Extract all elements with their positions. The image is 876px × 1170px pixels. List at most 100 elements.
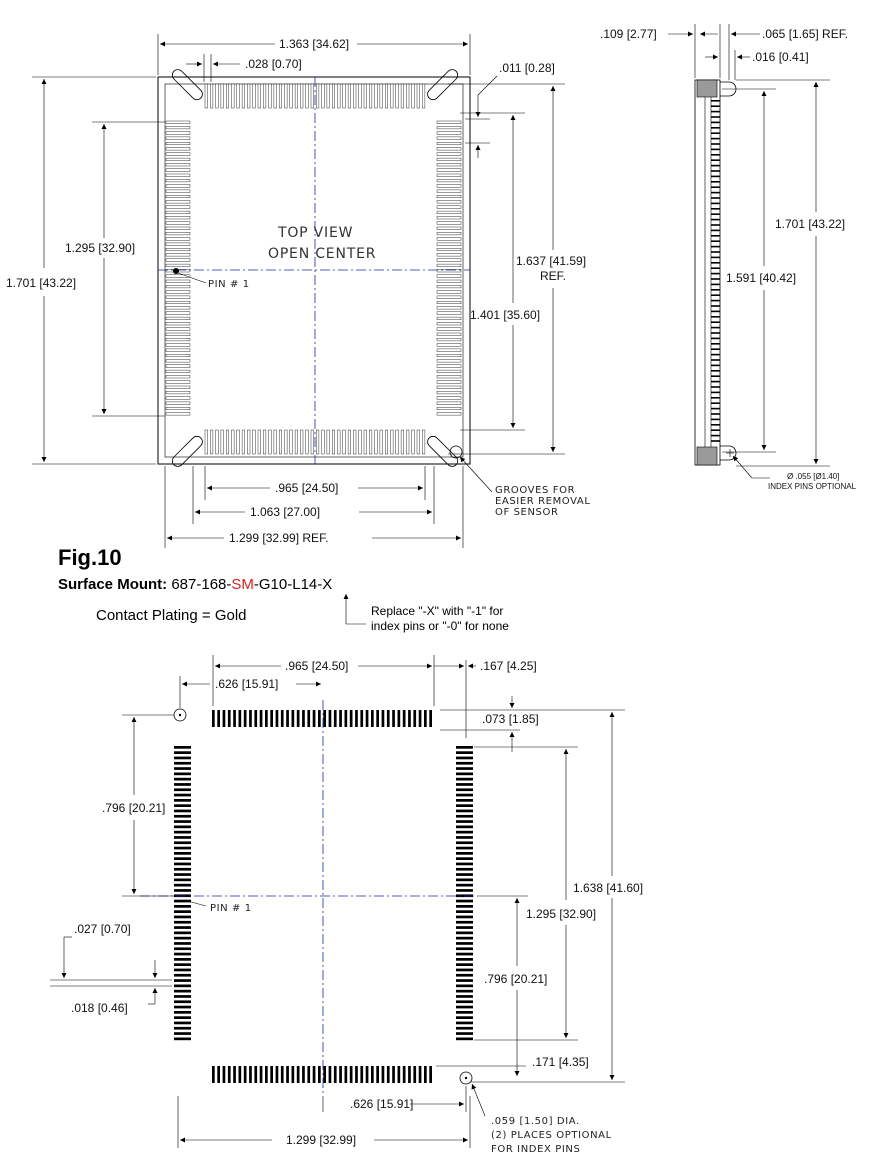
side-pin <box>711 380 720 383</box>
fp-bottom-pad <box>429 1066 432 1083</box>
left-col-pin <box>165 343 191 347</box>
bottom-row-pin <box>236 429 240 455</box>
replace-note-line-1: Replace "-X" with "-1" for <box>371 604 504 618</box>
side-pin <box>711 316 720 318</box>
left-col-pin <box>165 200 191 204</box>
left-col-pin <box>165 385 191 389</box>
fp-left-pad <box>174 889 191 892</box>
right-col-pin <box>436 136 462 140</box>
fp-right-pad <box>456 968 473 972</box>
fp-left-pad <box>174 852 191 855</box>
fp-right-pad <box>456 804 473 807</box>
fp-bottom-pad <box>217 1066 220 1083</box>
left-col-pin <box>165 322 191 326</box>
side-pin <box>711 170 720 172</box>
side-pin <box>711 256 720 259</box>
fp-top-pad <box>291 710 295 727</box>
right-col-pin <box>436 385 462 389</box>
fp-right-pad <box>456 979 473 982</box>
fp-left-pad <box>174 931 191 935</box>
top-view-label: TOP VIEW <box>277 225 353 241</box>
top-row-pin <box>395 83 399 109</box>
bottom-row-pin <box>273 429 277 455</box>
top-view: PIN # 1 TOP VIEW OPEN CENTER 1.363 [34.6… <box>6 34 590 548</box>
bottom-row-pin <box>321 429 325 455</box>
side-pin <box>711 186 720 188</box>
fp-top-pad <box>392 710 395 727</box>
top-row-pin <box>305 83 309 109</box>
fp-right-pad <box>456 777 473 781</box>
fp-top-pad <box>424 710 427 727</box>
side-pin <box>711 299 720 302</box>
left-col-pin <box>165 332 191 336</box>
fp-top-pad <box>227 710 231 727</box>
fp-top-pad <box>397 710 401 727</box>
fp-bottom-pad <box>328 1066 332 1083</box>
left-col-pin <box>165 189 191 193</box>
top-row-pin <box>416 83 420 109</box>
bottom-row-pin <box>379 429 383 455</box>
fp-right-pad <box>456 1026 473 1030</box>
bottom-row-pin <box>342 429 346 455</box>
top-row-pin <box>263 83 267 109</box>
right-col-pin <box>436 396 462 400</box>
right-col-pin <box>436 179 462 183</box>
top-row-pin <box>374 83 378 109</box>
fp-right-pad <box>456 836 473 839</box>
fp-left-pad <box>174 942 191 945</box>
fp-left-pad <box>174 1005 191 1009</box>
side-pin-note-2: INDEX PINS OPTIONAL <box>768 482 857 491</box>
fp-bottom-pad <box>254 1066 258 1083</box>
dim-fp-right-offset: .167 [4.25] <box>480 659 537 673</box>
fp-right-pad <box>456 841 473 845</box>
fp-top-pad <box>376 710 379 727</box>
fp-bottom-pad <box>349 1066 353 1083</box>
fp-left-pad <box>174 1016 191 1019</box>
left-col-pin <box>165 285 191 289</box>
fp-bottom-pad <box>386 1066 390 1083</box>
right-col-pin <box>436 221 462 225</box>
fp-left-pad <box>174 846 191 850</box>
fp-top-pad <box>339 710 342 727</box>
fp-bottom-pad <box>323 1066 326 1083</box>
fp-bottom-pad <box>371 1066 374 1083</box>
fp-right-pad <box>456 783 473 786</box>
left-col-pin <box>165 316 191 320</box>
fp-left-pad <box>174 746 191 749</box>
fp-left-pad <box>174 984 191 988</box>
fp-right-pad <box>456 878 473 882</box>
bottom-row-pin <box>247 429 251 455</box>
fp-left-pad <box>174 857 191 860</box>
bottom-row-pin <box>284 429 288 455</box>
left-col-pin <box>165 327 191 331</box>
hole-note-3: FOR INDEX PINS <box>491 1144 580 1155</box>
dim-fp-pad-w: .018 [0.46] <box>71 1001 128 1015</box>
side-pin <box>711 321 720 323</box>
fp-top-pad <box>265 710 268 727</box>
right-col-pin <box>436 194 462 198</box>
fp-right-pad <box>456 905 473 908</box>
fp-top-pad <box>323 710 326 727</box>
fp-bottom-pad <box>286 1066 289 1083</box>
left-col-pin <box>165 237 191 241</box>
dim-fp-left-offset: .796 [20.21] <box>102 801 165 815</box>
dim-side-small: .016 [0.41] <box>752 50 809 64</box>
side-pin <box>711 440 720 442</box>
right-col-pin <box>436 401 462 405</box>
left-col-pin <box>165 401 191 405</box>
side-pin <box>711 418 720 421</box>
side-pin <box>711 386 720 388</box>
side-pin <box>711 202 720 205</box>
replace-note-line-2: index pins or "-0" for none <box>371 619 509 633</box>
fp-top-pad <box>333 710 337 727</box>
side-pin <box>711 397 720 399</box>
bottom-row-pin <box>300 429 304 455</box>
fp-right-pad <box>456 931 473 935</box>
figure-title: Fig.10 <box>58 545 122 570</box>
top-row-pin <box>204 83 208 109</box>
top-row-pin <box>337 83 341 109</box>
fp-right-pad <box>456 751 473 754</box>
hole-note-1: .059 [1.50] DIA. <box>491 1116 580 1127</box>
fp-top-pad <box>270 710 273 727</box>
